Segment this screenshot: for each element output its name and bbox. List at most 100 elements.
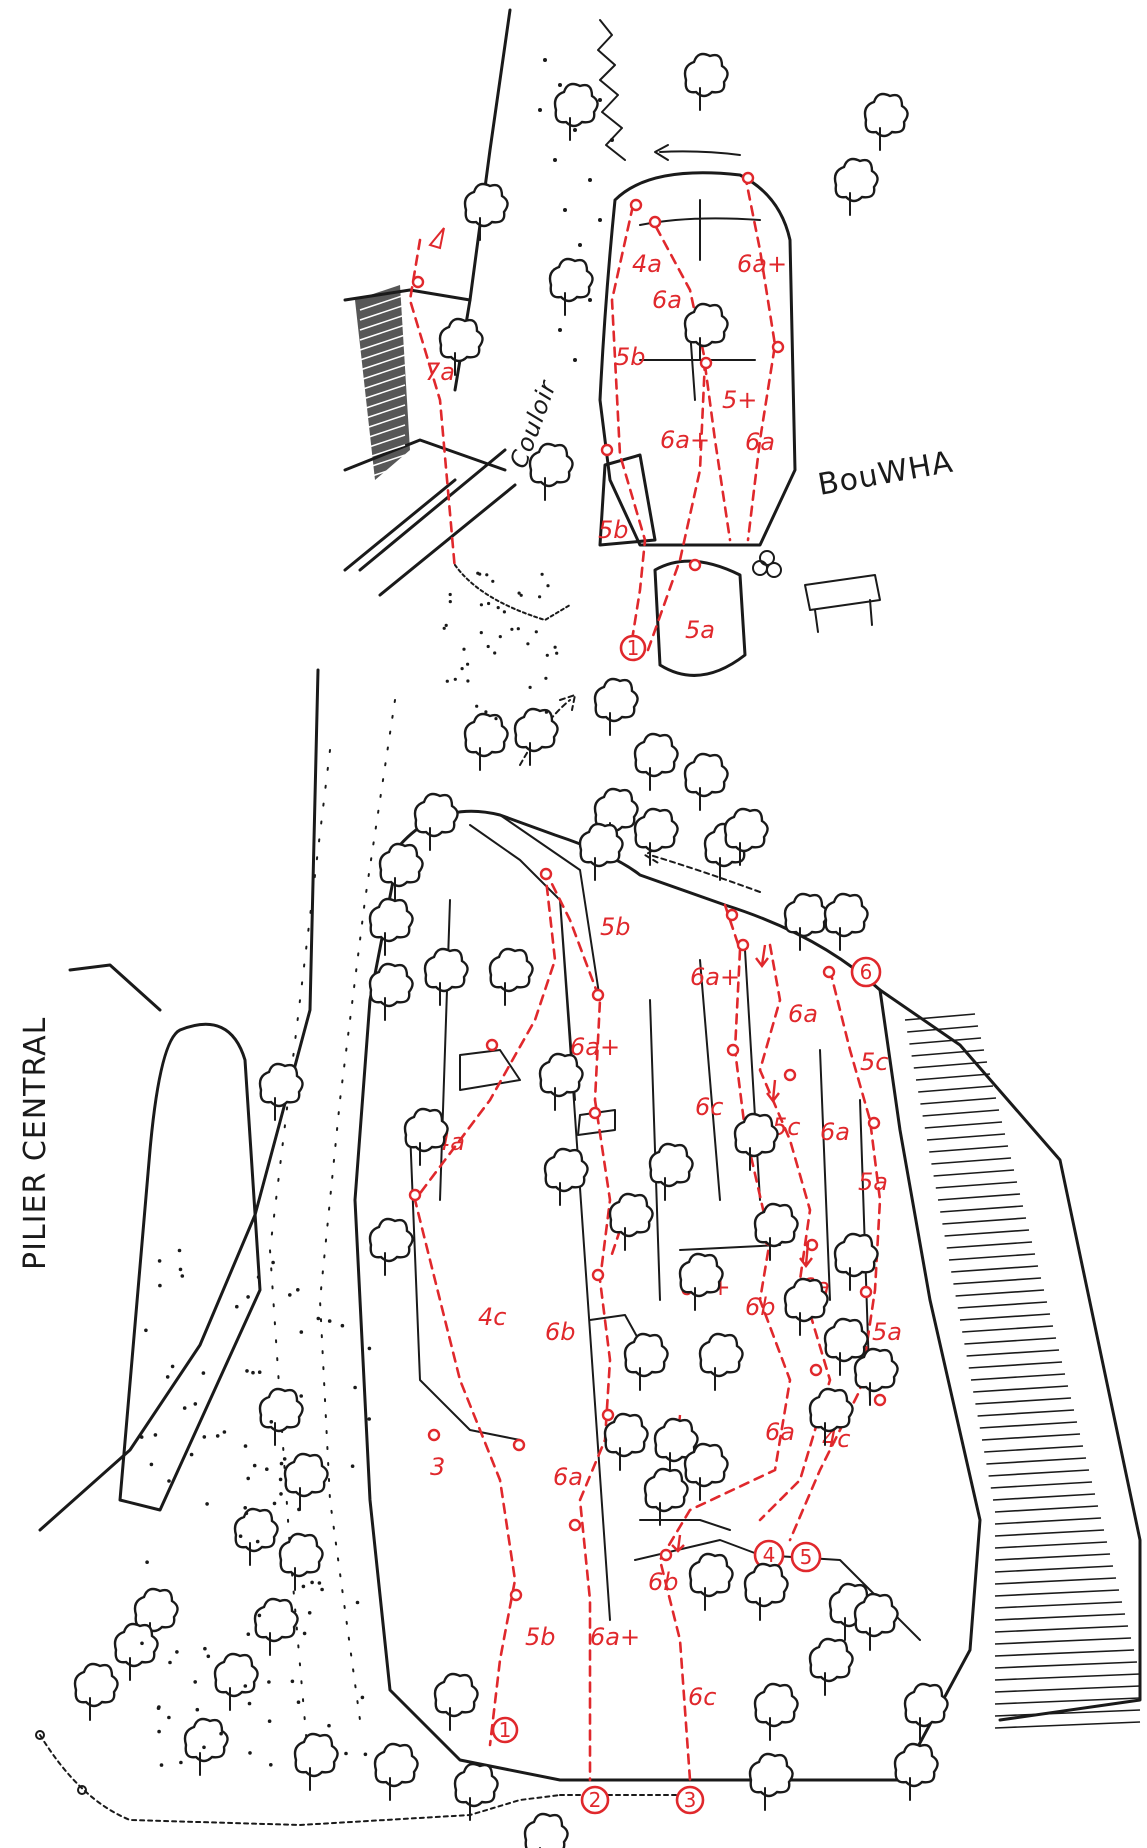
tree-icon — [525, 1814, 568, 1848]
grade-label: 5c — [860, 1048, 888, 1076]
tree-icon — [645, 1469, 688, 1525]
tree-icon — [260, 1389, 303, 1445]
tree-icon — [635, 734, 678, 790]
grade-label: 6b — [745, 1293, 776, 1321]
tree-icon — [540, 1054, 583, 1110]
grade-label: 4a — [632, 250, 662, 278]
svg-text:6: 6 — [860, 960, 873, 984]
tree-icon — [610, 1194, 653, 1250]
trees — [75, 54, 948, 1848]
lower-cracks — [410, 815, 920, 1640]
tree-icon — [835, 159, 878, 215]
descent-arrow-upper — [655, 145, 740, 160]
grade-label: 6a+ — [690, 963, 740, 991]
grade-label: 6a — [788, 1000, 818, 1028]
grade-label: 5b — [615, 343, 646, 371]
tree-icon — [295, 1734, 338, 1790]
tree-icon — [750, 1754, 793, 1810]
grade-label: 6a+ — [570, 1033, 620, 1061]
grade-label: 6c — [695, 1093, 723, 1121]
grade-label: 5b — [525, 1623, 556, 1651]
tree-icon — [700, 1334, 743, 1390]
grade-label: 3 — [430, 1453, 445, 1481]
grade-label: 6b — [648, 1568, 679, 1596]
tree-icon — [685, 1444, 728, 1500]
fixed-rope — [455, 565, 570, 620]
tree-icon — [735, 1114, 778, 1170]
sector-label-pilier-central: PILIER CENTRAL — [18, 1017, 53, 1270]
left-dotted-path — [320, 700, 395, 1720]
tree-icon — [280, 1534, 323, 1590]
grade-label: 5b — [600, 913, 631, 941]
tree-icon — [370, 964, 413, 1020]
start-5: 5 — [792, 1543, 820, 1571]
tree-icon — [855, 1594, 898, 1650]
tree-icon — [455, 1764, 498, 1820]
grade-label: 6a — [820, 1118, 850, 1146]
tree-icon — [865, 94, 908, 150]
tree-icon — [680, 1254, 723, 1310]
grade-label: 4c — [478, 1303, 506, 1331]
grade-label: 5+ — [722, 386, 757, 414]
right-hatched-slab — [880, 990, 1140, 1720]
grade-label: 6c — [688, 1683, 716, 1711]
tree-icon — [435, 1674, 478, 1730]
tree-icon — [810, 1639, 853, 1695]
tree-icon — [415, 794, 458, 850]
svg-text:3: 3 — [684, 1788, 697, 1812]
tree-icon — [605, 1414, 648, 1470]
tree-icon — [375, 1744, 418, 1800]
tree-icon — [285, 1454, 328, 1510]
slab-hatching — [360, 295, 1140, 1728]
start-2: 2 — [582, 1787, 608, 1813]
stones — [753, 551, 781, 577]
tree-icon — [530, 444, 573, 500]
tree-icon — [215, 1654, 258, 1710]
tree-icon — [755, 1684, 798, 1740]
lower-grades: 4a 5b 6a+ 6a+ 6a 6c 5c 6a 5c 4a 5c 5a 4c… — [430, 913, 902, 1711]
tree-icon — [595, 679, 638, 735]
grade-label: 5a — [858, 1168, 888, 1196]
start-1: 1 — [493, 1718, 517, 1742]
grade-label: 6a+ — [590, 1623, 640, 1651]
start-3: 3 — [677, 1787, 703, 1813]
tree-icon — [895, 1744, 938, 1800]
tree-icon — [550, 259, 593, 315]
tree-icon — [370, 899, 413, 955]
tree-icon — [465, 184, 508, 240]
tree-icon — [255, 1599, 298, 1655]
descent-zigzag — [598, 20, 625, 160]
grade-label: 6a+ — [737, 250, 787, 278]
sector-label-bouwha: BouWHA — [815, 445, 956, 503]
svg-text:1: 1 — [499, 1718, 512, 1742]
grade-label: 5a — [872, 1318, 902, 1346]
grade-label: 6a — [652, 286, 682, 314]
tree-icon — [580, 824, 623, 880]
tree-icon — [465, 714, 508, 770]
tree-icon — [380, 844, 423, 900]
tree-icon — [785, 1279, 828, 1335]
upper-start-1: 1 — [621, 636, 645, 660]
tree-icon — [685, 54, 728, 110]
tree-icon — [625, 1334, 668, 1390]
tree-icon — [690, 1554, 733, 1610]
grade-label: 7a — [425, 358, 455, 386]
tree-icon — [115, 1624, 158, 1680]
tree-icon — [685, 754, 728, 810]
grade-label: 6a — [765, 1418, 795, 1446]
tree-icon — [755, 1204, 798, 1260]
tree-icon — [745, 1564, 788, 1620]
tree-icon — [370, 1219, 413, 1275]
pilier-left-edge — [70, 965, 160, 1010]
svg-text:2: 2 — [589, 1788, 602, 1812]
tree-icon — [785, 894, 828, 950]
tree-icon — [825, 894, 868, 950]
tree-icon — [75, 1664, 118, 1720]
grade-label: 5a — [685, 616, 715, 644]
bench-icon — [805, 575, 880, 632]
grade-label: 6a — [745, 428, 775, 456]
tree-icon — [835, 1234, 878, 1290]
grade-label: 6b — [545, 1318, 576, 1346]
grade-label: 6a — [553, 1463, 583, 1491]
tree-icon — [555, 84, 598, 140]
